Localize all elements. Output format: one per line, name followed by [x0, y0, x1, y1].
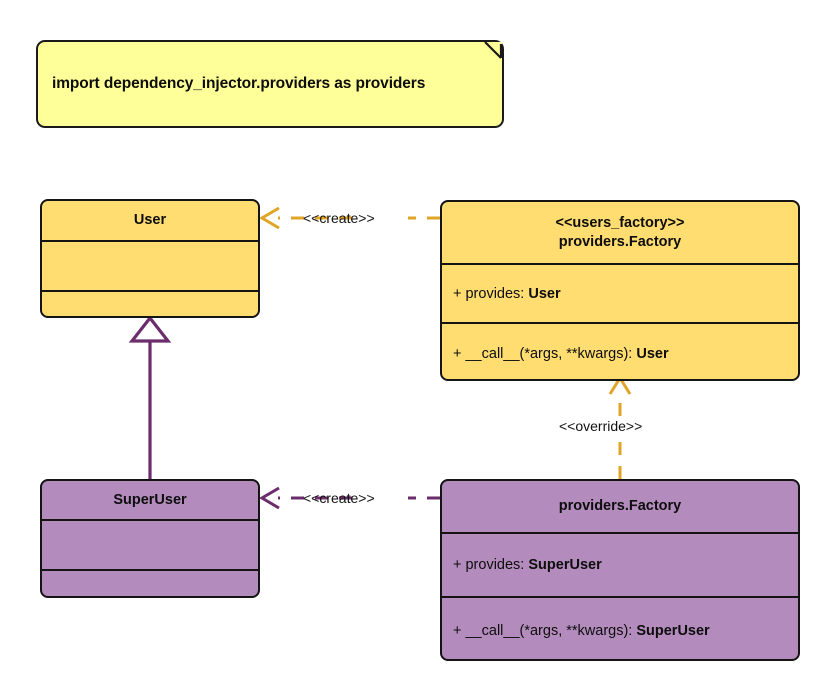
class-name-superuser-factory: providers.Factory: [558, 498, 682, 515]
edge-inheritance: [128, 315, 172, 479]
hollow-triangle-arrowhead: [128, 315, 172, 343]
class-box-superuser[interactable]: SuperUser: [40, 479, 260, 598]
class-box-users-factory[interactable]: <<users_factory>> providers.Factory + pr…: [440, 200, 800, 381]
class-methods-compartment: [42, 569, 258, 596]
attribute-provides-type: SuperUser: [528, 557, 602, 573]
method-call: + __call__(*args, **kwargs): User: [453, 346, 669, 362]
class-title-compartment: <<users_factory>> providers.Factory: [442, 202, 798, 263]
edge-label-create-user: <<create>>: [303, 210, 375, 226]
class-methods-compartment: + __call__(*args, **kwargs): SuperUser: [442, 596, 798, 659]
arrowhead-open-left: [259, 206, 280, 230]
note-import: import dependency_injector.providers as …: [36, 40, 504, 128]
class-name-users-factory: providers.Factory: [558, 233, 682, 250]
class-methods-compartment: [42, 290, 258, 316]
attribute-provides: + provides: SuperUser: [453, 557, 602, 573]
class-title-compartment: User: [42, 201, 258, 240]
class-attributes-compartment: [42, 240, 258, 290]
edge-create-superuser: [259, 486, 440, 510]
method-call-label: + __call__(*args, **kwargs):: [453, 345, 637, 362]
note-text: import dependency_injector.providers as …: [52, 75, 426, 92]
class-stereotype-users-factory: <<users_factory>>: [555, 215, 685, 232]
attribute-provides-type: User: [528, 285, 561, 302]
edge-label-override: <<override>>: [559, 418, 643, 434]
class-name-user: User: [133, 212, 167, 229]
class-name-superuser: SuperUser: [113, 491, 187, 508]
class-attributes-compartment: [42, 519, 258, 569]
edge-label-create-superuser: <<create>>: [303, 490, 375, 506]
class-title-compartment: SuperUser: [42, 481, 258, 519]
attribute-provides-label: + provides:: [453, 285, 529, 302]
class-attributes-compartment: + provides: SuperUser: [442, 532, 798, 596]
edge-create-user: [259, 206, 440, 230]
attribute-provides: + provides: User: [453, 286, 561, 302]
method-call-label: + __call__(*args, **kwargs):: [453, 622, 637, 639]
method-call-type: SuperUser: [636, 622, 710, 639]
class-box-user[interactable]: User: [40, 199, 260, 318]
arrowhead-open-left: [259, 486, 280, 510]
method-call-type: User: [636, 345, 669, 362]
attribute-provides-label: + provides:: [453, 557, 529, 573]
class-methods-compartment: + __call__(*args, **kwargs): User: [442, 322, 798, 379]
method-call: + __call__(*args, **kwargs): SuperUser: [453, 623, 710, 639]
class-title-compartment: providers.Factory: [442, 481, 798, 532]
note-fold-corner: [484, 41, 503, 60]
class-box-superuser-factory[interactable]: providers.Factory + provides: SuperUser …: [440, 479, 800, 661]
class-attributes-compartment: + provides: User: [442, 263, 798, 322]
